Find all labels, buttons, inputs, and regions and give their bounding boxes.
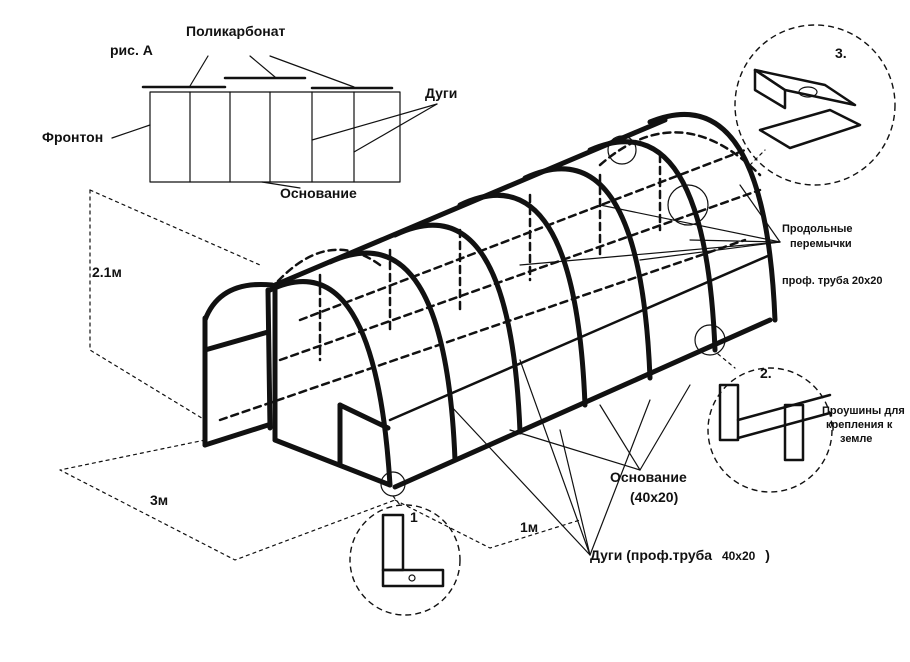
arc-2 — [327, 250, 458, 463]
labels: рис. А Поликарбонат Дуги Фронтон Основан… — [42, 23, 905, 563]
fig-a-label: рис. А — [110, 42, 153, 58]
detail-callouts — [349, 24, 896, 616]
arc-1 — [267, 279, 393, 488]
detail-3-marker — [607, 135, 637, 165]
gable-panel-outline — [149, 91, 401, 183]
base-label: Основание — [280, 185, 357, 201]
arc-7 — [647, 111, 778, 323]
stringers-label-2: перемычки — [790, 238, 852, 250]
eyelets-label-2: крепления к — [826, 419, 893, 431]
arc-5 — [522, 166, 653, 381]
detail-1-circle — [349, 504, 461, 616]
detail-2-circle — [707, 367, 833, 493]
arc-4 — [457, 192, 588, 408]
gable-label: Фронтон — [42, 129, 103, 145]
arcs-main-size: 40x20 — [722, 549, 756, 563]
arcs-main-post: ) — [765, 547, 770, 563]
stringers-label-1: Продольные — [782, 223, 853, 235]
eyelets-label-1: Проушины для — [822, 405, 905, 417]
detail-3-marker-b — [667, 184, 709, 226]
arcs-main-pre: Дуги (проф.труба — [590, 547, 712, 563]
polycarbonate-label: Поликарбонат — [186, 23, 286, 39]
arc-6 — [587, 139, 718, 353]
eyelets-label-3: земле — [840, 433, 872, 445]
detail-1-number: 1 — [410, 509, 418, 525]
fig-a-gable-sketch — [111, 55, 438, 189]
greenhouse-frame — [202, 111, 778, 490]
detail-2-number: 2. — [760, 365, 772, 381]
arcs-main-label: Дуги (проф.труба 40x20 ) — [590, 547, 770, 563]
leader-lines — [449, 184, 781, 556]
base-main-label-2: (40x20) — [630, 489, 678, 505]
detail-2-marker — [694, 324, 726, 356]
base-main-label-1: Основание — [610, 469, 687, 485]
width-label: 3м — [150, 492, 168, 508]
height-label: 2.1м — [92, 264, 122, 280]
front-gable-arc — [202, 281, 275, 323]
ground-dimension-lines — [59, 189, 581, 561]
detail-3-circle — [734, 24, 896, 186]
arcs-label: Дуги — [425, 85, 457, 101]
stringers-label-3: проф. труба 20x20 — [782, 275, 882, 287]
detail-3-number: 3. — [835, 45, 847, 61]
arc-3 — [392, 222, 523, 435]
section-label: 1м — [520, 519, 538, 535]
